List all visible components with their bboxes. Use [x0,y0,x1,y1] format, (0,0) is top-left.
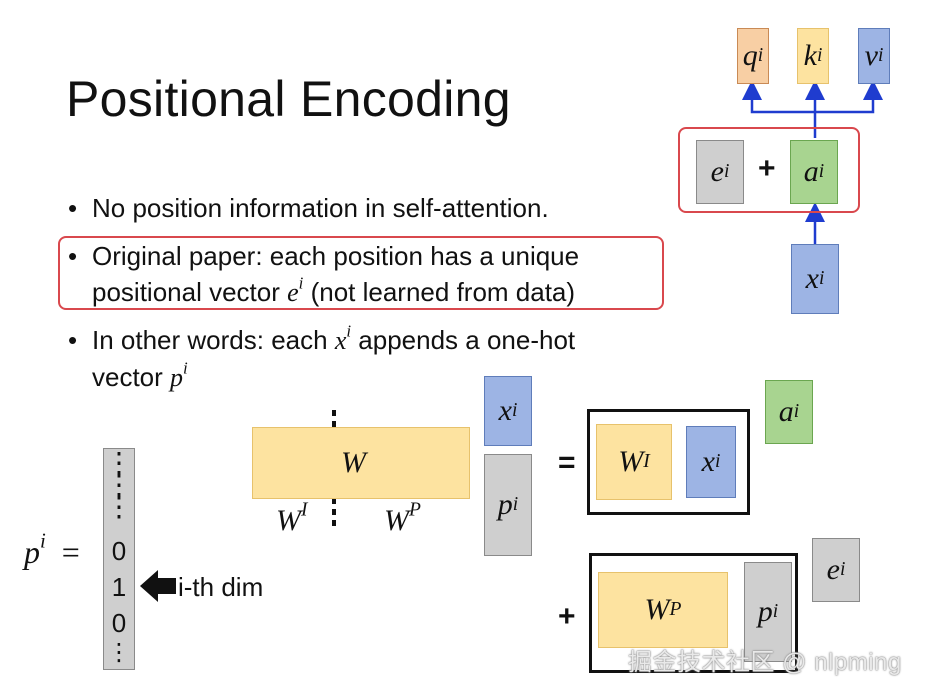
bullet-text-post: appends a one-hot [351,325,576,355]
wp-symbol: W [644,593,670,626]
wp-sup: P [409,499,421,521]
onehot-label: pi = [24,531,80,571]
wi-symbol: W [618,445,644,478]
bullet-text-post: (not learned from data) [303,277,576,307]
bullet-text-line1: In other words: each xi appends a one-ho… [92,322,575,359]
bullet-no-position: • No position information in self-attent… [68,190,549,226]
w-symbol: W [341,446,366,479]
bullet-original-paper: • Original paper: each position has a un… [68,238,580,311]
vector-value-0b: 0 [111,608,127,638]
x-symbol: x [701,445,715,478]
bullet-text-line1: Original paper: each position has a uniq… [92,241,580,271]
v-symbol: v [864,39,878,72]
highlight-frame-original-paper [58,236,664,310]
ith-dim-label: i-th dim [178,572,264,602]
equals-symbol: = [61,534,80,570]
sum-highlight-frame [678,127,860,213]
plus-sign-bottom: + [558,600,576,633]
watermark: 掘金技术社区 @ nlpming [628,649,902,676]
onehot-vector [103,448,135,670]
wp-symbol: W [384,504,409,537]
wp-p-product-frame [589,553,798,673]
ith-dim-arrow [140,570,176,602]
arrow-to-q [742,80,817,138]
bullet-text-pre: In other words: each [92,325,335,355]
e-symbol: e [710,155,724,188]
k-symbol: k [803,39,817,72]
a-symbol: a [778,395,794,428]
wi-sup: I [301,499,308,521]
bullet-dot: • [68,325,78,355]
vector-dots-top: ⋮ ⋮ ⋮ [103,447,135,522]
wi-symbol: W [276,504,301,537]
e-symbol: e [826,553,840,586]
equals-sign: = [558,446,576,479]
symbol-p: p [170,363,184,392]
p-sup: i [40,529,46,553]
x-symbol: x [805,262,819,295]
w-matrix: W [252,427,470,499]
symbol-sup: i [346,321,352,341]
bullet-dot: • [68,193,78,223]
dots-c: ⋮ [105,491,133,522]
wi-x-product-frame [587,409,750,515]
dots-b: ⋮ [105,469,133,500]
plus-sign: + [758,152,776,185]
bullet-text: No position information in self-attentio… [92,193,549,223]
vector-dots-bottom: ⋮ [107,639,131,666]
p-symbol: p [757,595,773,628]
page-title: Positional Encoding [66,71,511,127]
p-symbol: p [24,534,40,570]
symbol-sup: i [183,358,188,378]
q-symbol: q [742,39,758,72]
bullet-text-pre: vector [92,362,171,392]
bullet-dot: • [68,241,78,271]
wp-label: WP [384,500,421,538]
a-symbol: a [803,155,819,188]
symbol-x: x [334,326,347,355]
vector-value-0a: 0 [111,536,127,566]
x-symbol: x [498,394,512,427]
wi-label: WI [276,500,308,538]
bullet-text-line2: positional vector ei (not learned from d… [92,274,579,311]
bullet-in-other-words: • In other words: each xi appends a one-… [68,322,575,396]
p-symbol: p [497,488,513,521]
symbol-sup: i [298,273,304,293]
bullet-text-pre: positional vector [92,277,288,307]
dots-a: ⋮ [105,447,133,478]
arrow-to-v [815,80,883,114]
bullet-text-line2: vector pi [92,359,575,396]
symbol-e: e [287,278,299,307]
vector-value-1: 1 [111,572,127,602]
